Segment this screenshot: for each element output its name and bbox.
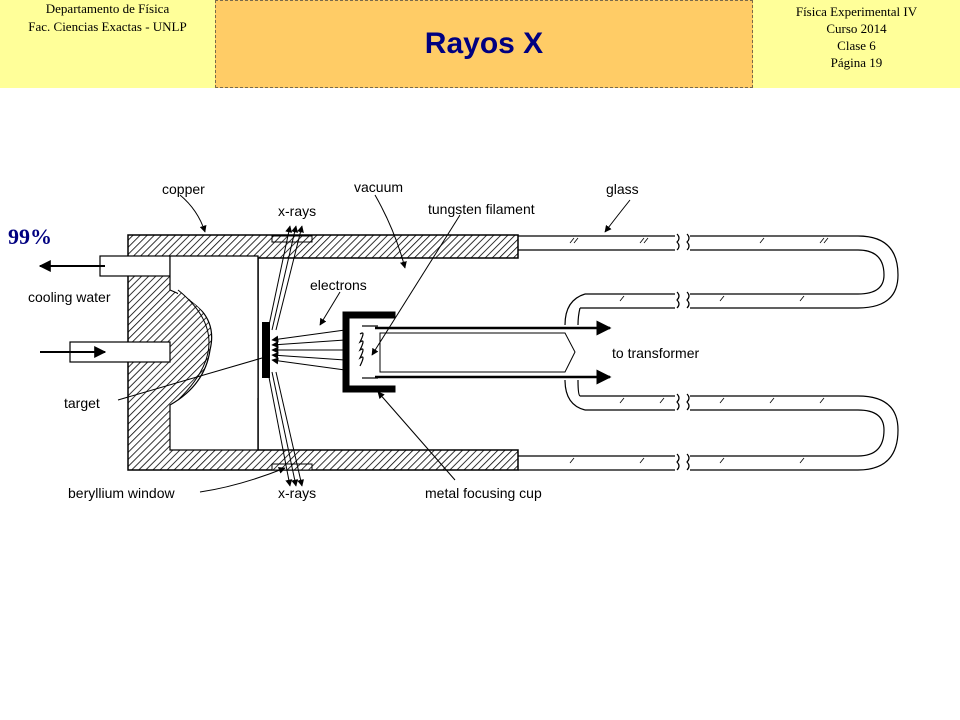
- cooling-water-arrows: [38, 260, 107, 358]
- label-xrays-bottom: x-rays: [278, 485, 316, 501]
- header-left: Departamento de Física Fac. Ciencias Exa…: [0, 0, 215, 88]
- transformer-leads: [375, 320, 612, 385]
- label-beryllium-window: beryllium window: [68, 485, 175, 501]
- label-electrons: electrons: [310, 277, 367, 293]
- header-right: Física Experimental IV Curso 2014 Clase …: [753, 0, 960, 88]
- xray-beams: [267, 225, 305, 487]
- course-name: Física Experimental IV: [795, 4, 918, 19]
- label-tungsten-filament: tungsten filament: [428, 201, 535, 217]
- page-title: Rayos X: [424, 27, 544, 60]
- course-year: Curso 2014: [826, 21, 887, 36]
- label-xrays-top: x-rays: [278, 203, 316, 219]
- label-copper: copper: [162, 181, 205, 197]
- label-metal-focusing-cup: metal focusing cup: [425, 485, 542, 501]
- header-center: Rayos X: [215, 0, 753, 88]
- label-cooling-water: cooling water: [28, 289, 111, 305]
- metal-focusing-cup: [342, 311, 396, 393]
- department-name: Departamento de Física: [45, 1, 170, 16]
- page-number: Página 19: [830, 55, 883, 70]
- copper-anode: [69, 234, 519, 471]
- electron-beams: [271, 329, 346, 371]
- label-target: target: [64, 395, 100, 411]
- progress-label: 99%: [8, 224, 52, 249]
- label-vacuum: vacuum: [354, 179, 403, 195]
- faculty-name: Fac. Ciencias Exactas - UNLP: [28, 19, 187, 34]
- label-glass: glass: [606, 181, 639, 197]
- class-number: Clase 6: [837, 38, 876, 53]
- glass-envelope: [518, 233, 899, 471]
- label-to-transformer: to transformer: [612, 345, 699, 361]
